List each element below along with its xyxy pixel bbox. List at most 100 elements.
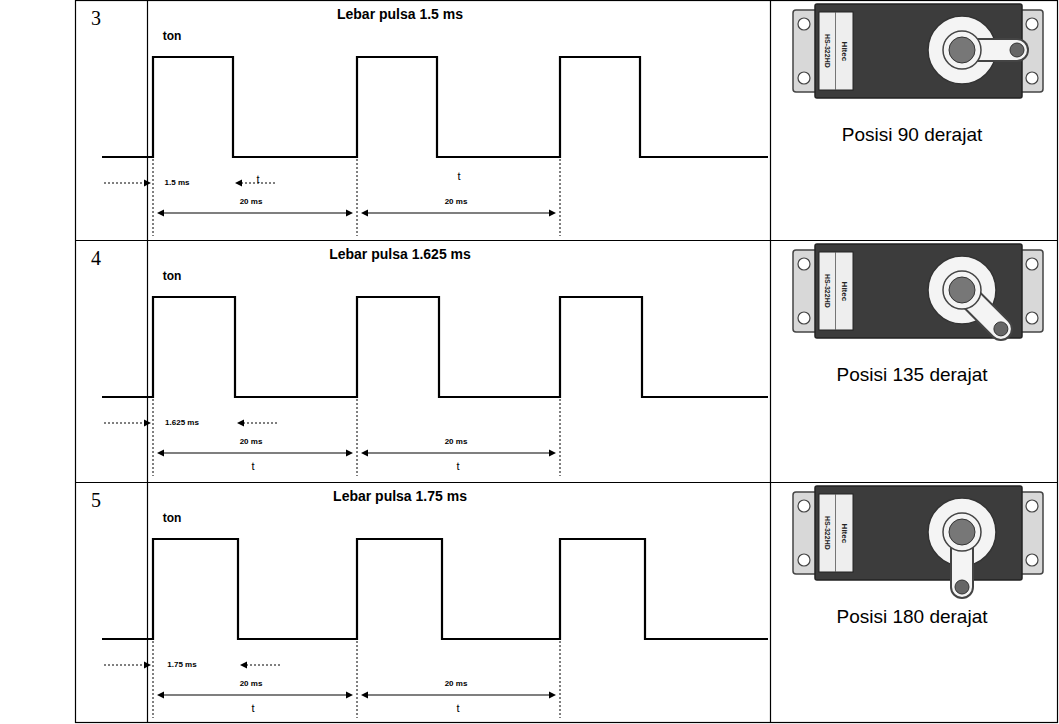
servo-body [815,244,1022,338]
arrow-head [549,210,556,217]
mounting-hole [798,18,810,30]
period-marker [153,159,154,236]
period-arrow [162,452,348,453]
position-caption: Posisi 135 derajat [836,365,987,386]
arrow-head [346,210,353,217]
servo-label-divider [835,12,836,90]
mounting-hole [1026,500,1038,512]
position-caption: Posisi 90 derajat [842,125,982,146]
period-marker [560,641,561,718]
table-row-line [75,240,1058,241]
pulse-width-arrow [246,665,280,666]
arrow-head [157,692,164,699]
arrow-head [235,180,242,187]
table-row-line [75,482,1058,483]
pulse-width-title: Lebar pulsa 1.75 ms [333,489,467,504]
period-marker [357,641,358,718]
servo-arm-hole [1010,43,1024,57]
arrow-head [346,450,353,457]
period-label: 20 ms [240,438,263,447]
arrow-head [144,180,151,187]
time-label: t [456,460,459,472]
servo-model: HS-322HD [823,34,831,68]
pwm-waveform [102,57,768,157]
time-label: t [457,170,460,182]
period-marker [357,159,358,236]
mounting-hole [798,500,810,512]
mounting-hole [1026,554,1038,566]
arrow-head [144,662,151,669]
table-column-line [147,0,148,723]
servo-body [815,4,1022,98]
period-label: 20 ms [240,680,263,689]
period-arrow [366,694,551,695]
period-label: 20 ms [445,198,468,207]
servo-label-plate [819,252,853,330]
mounting-hole [798,258,810,270]
pulse-width-arrow [104,183,145,184]
arrow-head [157,450,164,457]
servo-body [815,486,1022,580]
signal-name: ton [163,270,182,283]
pulse-width-title: Lebar pulsa 1.5 ms [337,7,463,22]
mounting-hole [798,72,810,84]
arrow-head [361,450,368,457]
mounting-hole [798,554,810,566]
signal-name: ton [163,512,182,525]
pwm-waveform [102,297,768,397]
pulse-width-label: 1.625 ms [165,419,199,428]
arrow-head [157,210,164,217]
servo-arm-hole [955,580,969,594]
time-label: t [456,702,459,714]
arrow-head [361,692,368,699]
time-label: t [251,460,254,472]
servo-arm-hole [994,322,1008,336]
period-marker [153,641,154,718]
arrow-head [346,692,353,699]
signal-name: ton [163,30,182,43]
pulse-width-arrow [104,423,145,424]
table-border [76,1,1058,723]
period-marker [357,399,358,476]
arrow-head [237,420,244,427]
servo-model: HS-322HD [823,274,831,308]
arrow-head [549,450,556,457]
period-label: 20 ms [445,680,468,689]
mounting-hole [1026,18,1038,30]
arrow-head [549,692,556,699]
servo-brand: Hitec [840,523,849,543]
period-arrow [162,212,348,213]
row-number: 3 [91,7,101,29]
arrow-head [361,210,368,217]
pulse-width-title: Lebar pulsa 1.625 ms [329,247,471,262]
servo-label-divider [835,494,836,572]
servo-model: HS-322HD [823,516,831,550]
period-arrow [162,694,348,695]
mounting-hole [1026,312,1038,324]
mounting-hole [798,312,810,324]
arrow-head [240,662,247,669]
pwm-waveform [102,539,768,639]
servo-brand: Hitec [840,281,849,301]
period-arrow [366,212,551,213]
period-label: 20 ms [445,438,468,447]
position-caption: Posisi 180 derajat [836,607,987,628]
servo-hub [949,37,975,63]
pulse-width-arrow [243,423,277,424]
servo-hub-ring [943,513,981,551]
servo-brand: Hitec [840,41,849,61]
period-arrow [366,452,551,453]
period-marker [153,399,154,476]
pulse-width-label: 1.5 ms [165,179,190,188]
row-number: 4 [91,247,101,269]
period-marker [560,399,561,476]
time-label: t [251,702,254,714]
period-label: 20 ms [240,198,263,207]
arrow-head [144,420,151,427]
servo-hub [949,277,975,303]
table-column-line [770,0,771,723]
servo-hub-ring [943,271,981,309]
row-number: 5 [91,489,101,511]
time-label: t [256,173,259,185]
